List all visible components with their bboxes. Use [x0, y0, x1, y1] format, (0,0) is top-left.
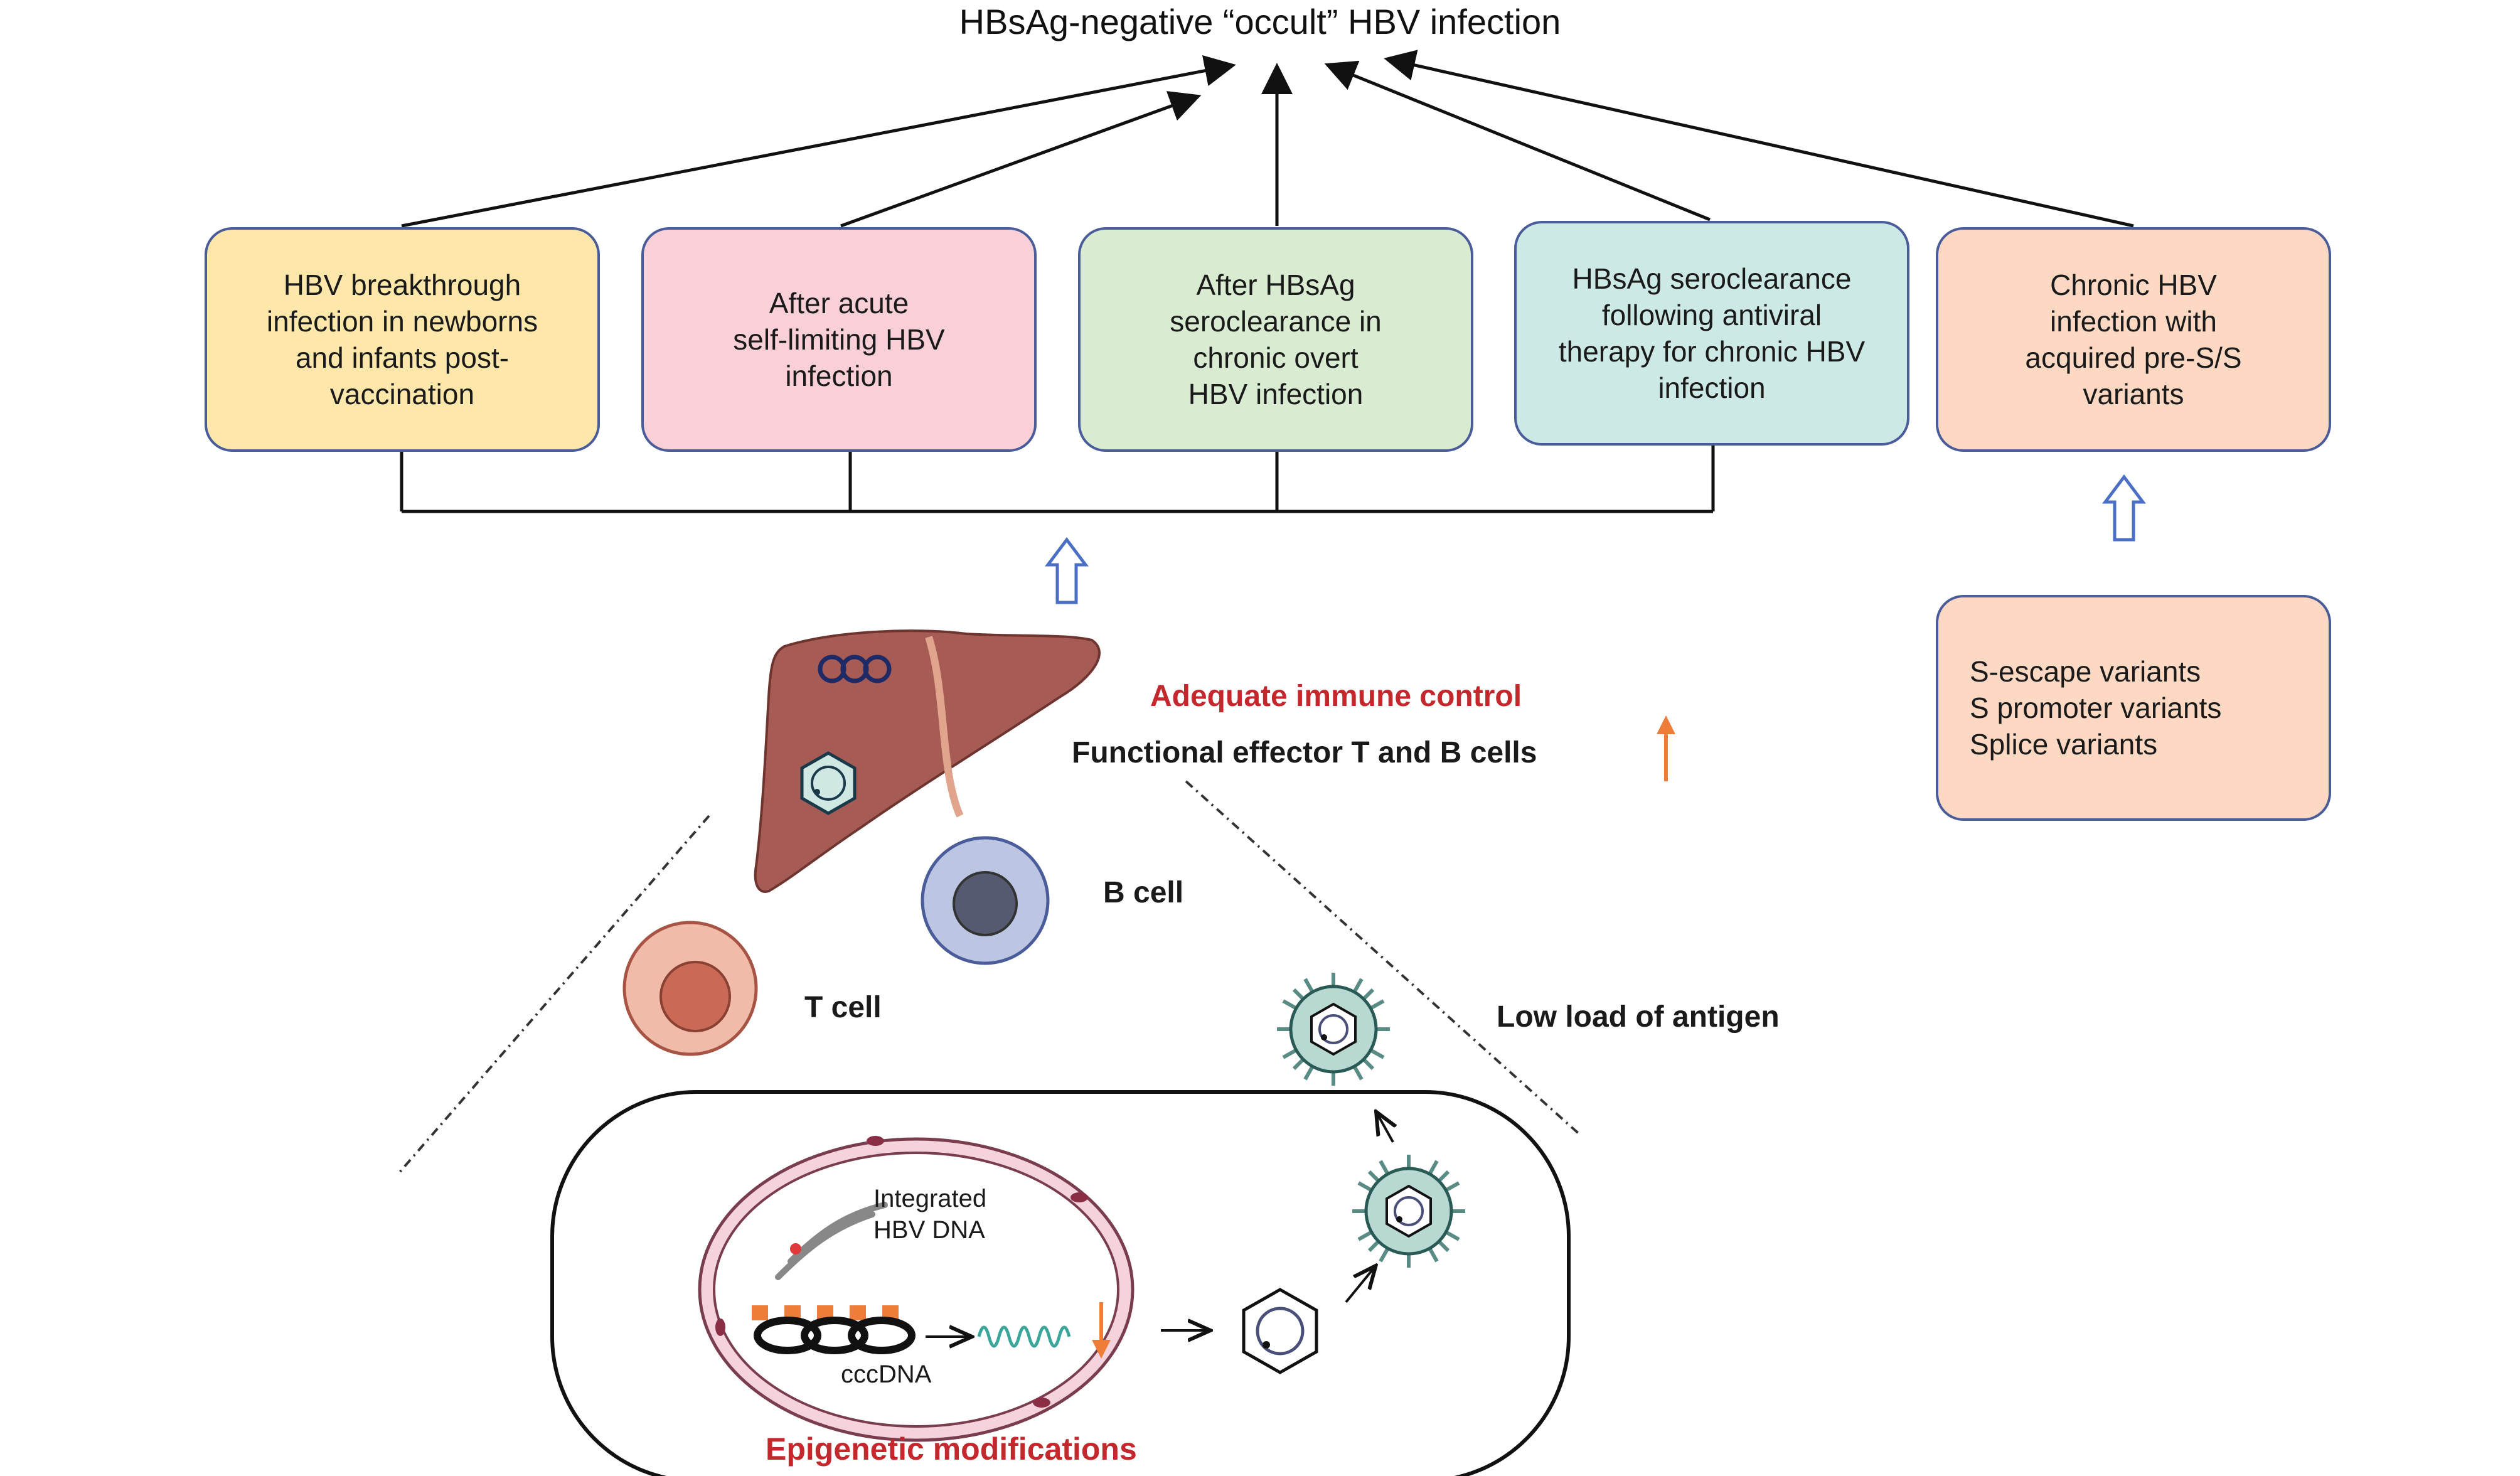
label-cccdna: cccDNA [841, 1361, 932, 1388]
integrated-dna-icon [775, 1202, 888, 1280]
label-b-cell: B cell [1103, 876, 1184, 909]
box-text: HBV breakthrough infection in newborns a… [266, 269, 538, 410]
virion-icon-lower [1352, 1155, 1465, 1268]
hollow-up-arrow-right [2102, 474, 2146, 542]
box-text: HBsAg seroclearance following antiviral … [1558, 262, 1866, 404]
box-text: After HBsAg seroclearance in chronic ove… [1170, 269, 1382, 410]
label-low-antigen: Low load of antigen [1497, 1000, 1780, 1034]
hollow-up-arrow-center [1045, 537, 1089, 604]
zoom-lines [397, 780, 1583, 1175]
liver [754, 629, 1101, 893]
b-cell [921, 836, 1050, 965]
capsid-icon [1242, 1288, 1318, 1374]
bracket-connector [400, 446, 1715, 513]
increase-arrow [1657, 715, 1675, 781]
label-immune-control: Adequate immune control [1150, 680, 1522, 713]
label-t-cell: T cell [804, 991, 882, 1024]
box-text: S-escape variants S promoter variants Sp… [1970, 655, 2222, 761]
hepatocyte [550, 1090, 1571, 1476]
box-variant-types: S-escape variants S promoter variants Sp… [1936, 595, 2331, 821]
box-breakthrough-infection: HBV breakthrough infection in newborns a… [205, 227, 600, 452]
box-text: After acute self-limiting HBV infection [733, 287, 945, 392]
rna-transcript-icon [977, 1325, 1071, 1348]
box-pre-s-variants: Chronic HBV infection with acquired pre-… [1936, 227, 2331, 452]
t-cell [622, 921, 758, 1056]
decrease-arrow [1092, 1302, 1111, 1359]
cccdna-icon [752, 1305, 916, 1354]
diagram-title: HBsAg-negative “occult” HBV infection [959, 2, 1561, 41]
box-text: Chronic HBV infection with acquired pre-… [2025, 269, 2242, 410]
box-antiviral-seroclearance: HBsAg seroclearance following antiviral … [1514, 221, 1909, 446]
label-effector-cells: Functional effector T and B cells [1072, 736, 1537, 769]
box-acute-self-limiting: After acute self-limiting HBV infection [641, 227, 1037, 452]
label-epigenetic: Epigenetic modifications [766, 1431, 1137, 1467]
box-seroclearance-chronic: After HBsAg seroclearance in chronic ove… [1078, 227, 1473, 452]
convergence-arrows [401, 50, 2134, 228]
label-integrated-dna: Integrated HBV DNA [873, 1185, 987, 1244]
virion-icon-upper [1277, 973, 1390, 1086]
